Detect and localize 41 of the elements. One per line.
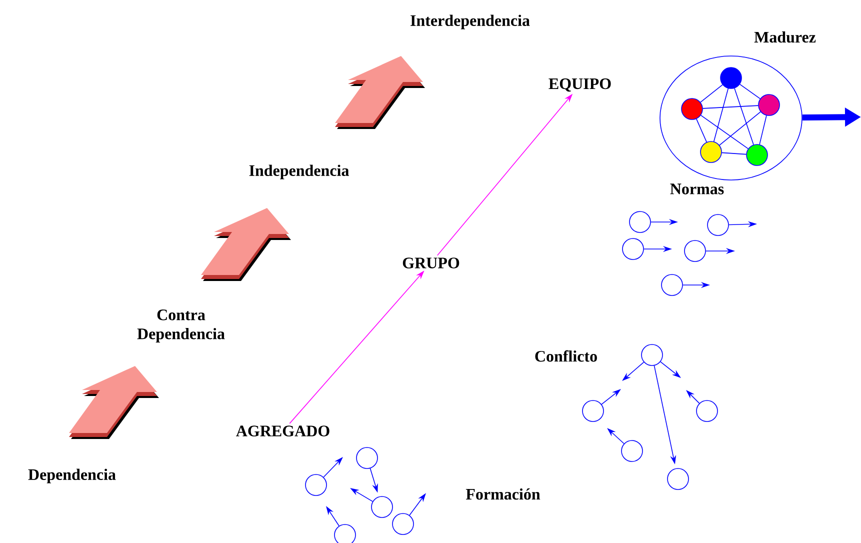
stage-label: Normas — [670, 184, 724, 194]
connector-line — [700, 114, 749, 150]
connector-line — [759, 115, 767, 145]
member-circle — [622, 238, 644, 260]
member-circle — [641, 344, 663, 366]
connector-line — [740, 84, 761, 100]
member-circle — [629, 211, 651, 233]
connector-line — [713, 88, 729, 142]
stage-label: Independencia — [249, 164, 349, 180]
member-circle — [667, 468, 689, 490]
connector-line — [719, 111, 761, 146]
member-dot — [746, 144, 768, 166]
stage-label: Dependencia — [28, 468, 116, 484]
stage-label: Formación — [466, 488, 540, 500]
stage-label: EQUIPO — [548, 78, 611, 92]
connector-line — [700, 84, 723, 103]
stage-label: Interdependencia — [410, 14, 530, 30]
member-circle — [621, 440, 643, 462]
member-dot — [758, 94, 780, 116]
member-circle — [305, 474, 327, 496]
connector-line — [721, 152, 747, 155]
stage-label: AGREGADO — [236, 426, 330, 436]
stage-label: Contra Dependencia — [137, 310, 225, 342]
member-circle — [696, 400, 718, 422]
member-dot — [700, 141, 722, 163]
member-circle — [707, 214, 729, 236]
member-circle — [684, 240, 706, 262]
member-circle — [392, 513, 414, 535]
member-circle — [356, 447, 378, 469]
member-dot — [681, 98, 703, 120]
member-circle — [661, 274, 683, 296]
group-ellipse — [660, 56, 802, 180]
stage-label: Madurez — [754, 31, 816, 43]
stage-label: GRUPO — [402, 258, 460, 268]
connector-line — [734, 88, 754, 146]
member-circle — [371, 496, 393, 518]
connector-line — [696, 118, 707, 142]
member-circle — [582, 400, 604, 422]
stage-label: Conflicto — [535, 350, 597, 362]
connector-line — [702, 105, 759, 109]
member-dot — [720, 67, 742, 89]
